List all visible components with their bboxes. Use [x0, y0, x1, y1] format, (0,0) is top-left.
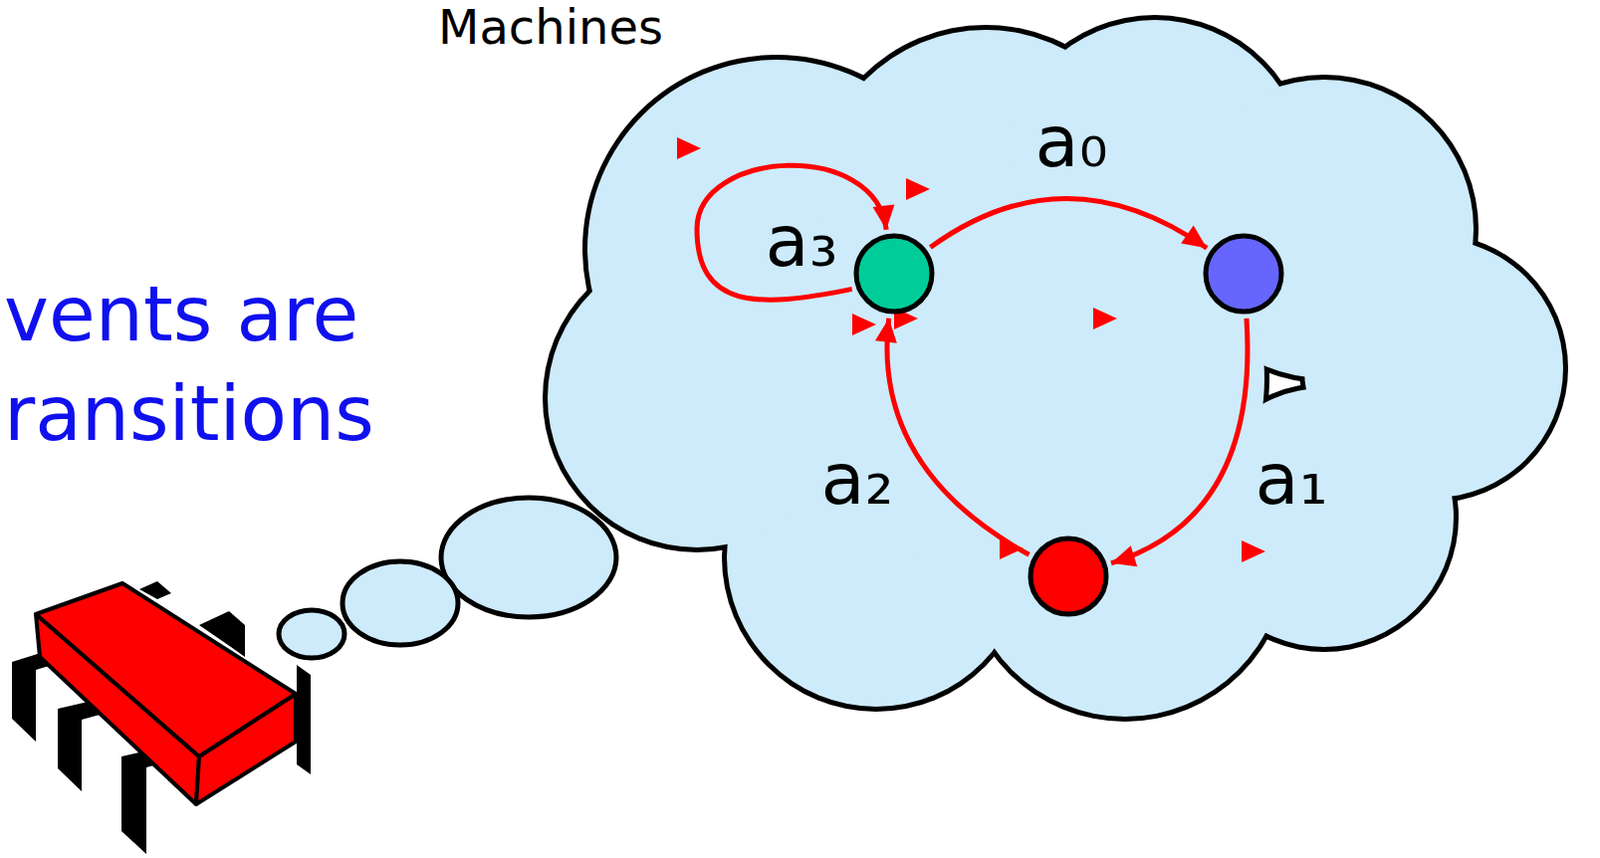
state-circle-shape — [856, 235, 932, 312]
transition-arrow — [887, 318, 1030, 556]
transition-label: a₂ — [821, 440, 895, 519]
state-circle — [1202, 232, 1285, 315]
slide-title: Machines — [438, 0, 664, 55]
transition-label: a₃ — [765, 202, 839, 281]
transition-label: a₁ — [1255, 440, 1329, 519]
thought-cloud-outline — [542, 14, 1569, 722]
cloud-bump — [547, 248, 847, 548]
thought-bubble — [441, 497, 617, 618]
robot-leg — [296, 665, 311, 775]
token-marker — [677, 137, 701, 160]
token-markers — [677, 137, 1266, 563]
thought-bubbles — [278, 497, 617, 659]
thought-cloud — [547, 19, 1564, 717]
arrow-head — [1111, 545, 1138, 567]
arrow-head — [875, 318, 898, 344]
robot-legs — [11, 581, 311, 855]
state-circle-shape — [1030, 538, 1107, 615]
thought-bubble — [342, 561, 458, 646]
thought-bubble — [278, 610, 345, 659]
robot-body — [35, 583, 296, 805]
transition-arrow — [1111, 318, 1248, 564]
state-shape — [1027, 535, 1110, 618]
state-shape — [1202, 232, 1285, 315]
token-marker — [1241, 540, 1266, 563]
arrow-head — [1180, 225, 1207, 248]
state-shape — [853, 232, 935, 315]
token-marker — [906, 178, 930, 201]
transition-label: a₀ — [1035, 102, 1109, 182]
slide-text: ransitions — [3, 370, 375, 458]
transition-arrow — [929, 198, 1207, 248]
arrow-head — [873, 205, 896, 230]
state-circle — [1027, 535, 1110, 618]
token-marker — [852, 313, 877, 336]
state-circle-shape — [1205, 235, 1282, 312]
cloud-bump — [826, 159, 1265, 598]
token-marker — [1093, 307, 1118, 330]
robot-top — [35, 583, 296, 757]
state-circle — [853, 232, 935, 315]
slide-text: vents are — [3, 270, 359, 358]
